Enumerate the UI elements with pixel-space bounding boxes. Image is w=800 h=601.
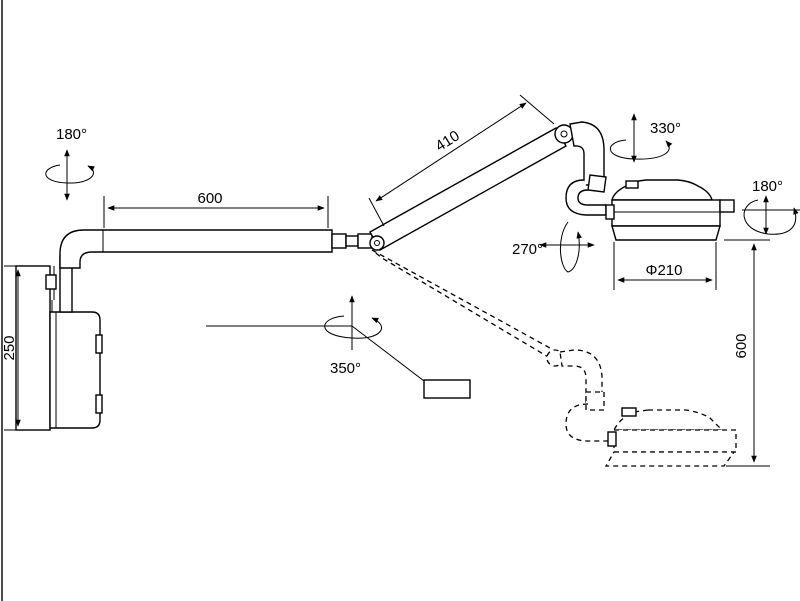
yoke-rotation-label: 330° (650, 120, 681, 137)
head-pivot-rotation-label: 180° (752, 178, 783, 195)
horizontal-arm (59, 229, 373, 269)
mount-height-dimension (4, 265, 21, 431)
upper-arm (369, 124, 574, 251)
upper-arm-length-dimension (368, 94, 555, 227)
yoke-rotation-arrow (609, 113, 673, 163)
mount-rotation-label: 180° (56, 126, 87, 143)
vertical-travel-dimension (724, 239, 770, 467)
head-tilt-rotation-label: 270° (512, 241, 543, 258)
head-diameter-label: Φ210 (646, 262, 683, 279)
lowered-upper-arm (371, 249, 564, 367)
joint-rotation-label: 350° (330, 360, 361, 377)
lamp-head (605, 179, 735, 241)
yoke (565, 121, 607, 216)
vertical-travel-label: 600 (733, 333, 750, 358)
head-pivot-rotation-arrow (742, 195, 800, 235)
joint-rotation-arrow (206, 295, 471, 399)
arm-length-dimension (103, 196, 329, 228)
head-diameter-dimension (613, 242, 717, 290)
arm-length-label: 600 (197, 190, 222, 207)
upper-arm-length-label: 410 (432, 127, 462, 155)
lowered-lamp-head (604, 407, 737, 467)
lowered-yoke (559, 349, 608, 442)
mount-height-label: 250 (1, 335, 18, 360)
head-tilt-rotation-arrow (539, 221, 595, 273)
mount-rotation-arrow (45, 149, 95, 201)
wall-mount (15, 255, 103, 431)
